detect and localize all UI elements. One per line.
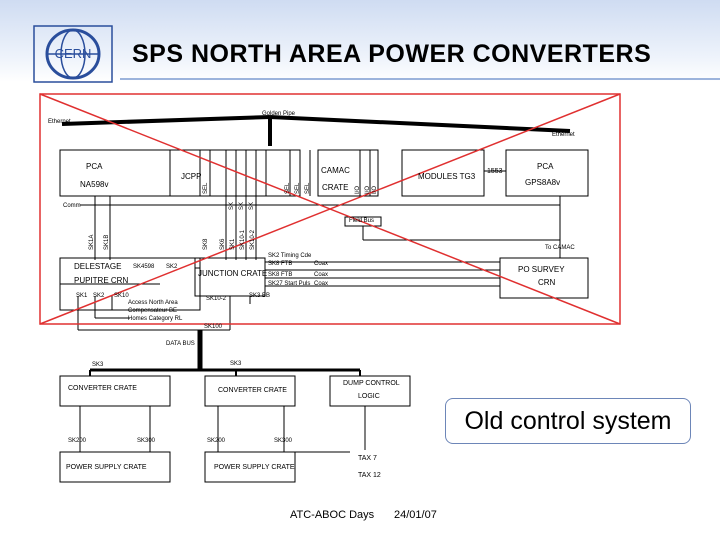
vlabel-ioa: I/O — [365, 185, 371, 194]
label-sk3-a: SK3 — [92, 362, 104, 368]
label-coax-3: Coax — [314, 281, 329, 287]
label-dump-control: DUMP CONTROL — [343, 380, 400, 387]
label-sk8-ftb: SK8 FTB — [268, 261, 293, 267]
vlabel-sk10-2: SK10-2 — [250, 229, 256, 250]
label-na598v: NA598v — [80, 180, 109, 189]
label-converter-crate-left: CONVERTER CRATE — [68, 385, 137, 392]
label-sk10: SK10 — [114, 293, 129, 299]
title-underline — [120, 78, 720, 80]
label-sk100: SK100 — [204, 324, 223, 330]
label-access-north-area: Access North Area — [128, 300, 178, 306]
label-converter-crate-mid: CONVERTER CRATE — [218, 387, 287, 394]
callout-old-control-system: Old control system — [445, 398, 691, 444]
label-golden-pipe: Golden Pipe — [262, 111, 296, 117]
label-gps8a8v: GPS8A8v — [525, 178, 561, 187]
footer-event: ATC-ABOC Days — [290, 509, 375, 521]
label-data-bus: DATA BUS — [166, 341, 195, 347]
vlabel-sel3: SEL — [295, 182, 301, 194]
label-po-survey: PO SURVEY — [518, 265, 565, 274]
label-coax-1: Coax — [314, 261, 329, 267]
label-sk2b: SK2 — [166, 264, 178, 270]
label-jcpp: JCPP — [181, 172, 202, 181]
vlabel-top3: SK — [249, 201, 255, 210]
label-sk10-2: SK10-2 — [206, 296, 227, 302]
logo-text: CERN — [55, 46, 92, 61]
label-1553: 1553 — [487, 168, 503, 175]
label-pca-right: PCA — [537, 162, 554, 171]
label-sk1: SK1 — [76, 293, 88, 299]
footer-date: 24/01/07 — [394, 509, 437, 521]
vlabel-sk6: SK6 — [220, 238, 226, 250]
label-sk8-ftb-2: SK8 FTB — [268, 272, 293, 278]
label-pupitre-crn: PUPITRE CRN — [74, 276, 129, 285]
label-power-supply-left: POWER SUPPLY CRATE — [66, 464, 147, 471]
label-sk300-b: SK300 — [274, 438, 293, 444]
label-crn: CRN — [538, 278, 556, 287]
label-sk4598: SK4598 — [133, 264, 155, 270]
label-tax7: TAX 7 — [358, 455, 377, 462]
vlabel-sk1a: SK1A — [89, 234, 95, 250]
label-tax12: TAX 12 — [358, 472, 381, 479]
vlabel-ios: I/O — [355, 185, 361, 194]
slide-title: SPS NORTH AREA POWER CONVERTERS — [132, 40, 652, 68]
label-compensateur: Compensateur BE — [128, 308, 178, 314]
label-delestage: DELESTAGE — [74, 262, 122, 271]
vlabel-top2: SK — [239, 201, 245, 210]
label-homes-category: Homes Category RL — [128, 316, 183, 322]
vlabel-sel1: SEL — [203, 182, 209, 194]
label-sk3-b: SK3 — [230, 361, 242, 367]
vlabel-sk8: SK8 — [203, 238, 209, 250]
vlabel-sk1b: SK1B — [104, 234, 110, 250]
label-junction-crate: JUNCTION CRATE — [198, 269, 268, 278]
label-to-camac: To CAMAC — [545, 245, 575, 251]
label-sk200-b: SK200 — [207, 438, 226, 444]
cern-logo-icon: CERN — [33, 25, 113, 83]
crossed-out-overlay — [39, 93, 621, 325]
vlabel-ioc: I/O — [372, 185, 378, 194]
label-camac: CAMAC — [321, 166, 350, 175]
label-modules-tg3: MODULES TG3 — [418, 172, 476, 181]
label-sk200-a: SK200 — [68, 438, 87, 444]
label-sk27: SK27 Start Puls — [268, 281, 311, 287]
label-ethernet-left: Ethernet — [48, 119, 71, 125]
label-sk3-bb: SK3 BB — [249, 293, 271, 299]
vlabel-sel4: SEL — [305, 182, 311, 194]
label-power-supply-mid: POWER SUPPLY CRATE — [214, 464, 295, 471]
vlabel-top1: SK — [229, 201, 235, 210]
vlabel-sel2: SEL — [285, 182, 291, 194]
label-logic: LOGIC — [358, 393, 380, 400]
label-sk2-timing: SK2 Timing Cde — [268, 253, 312, 259]
label-ethernet-right: Ethernet — [552, 132, 575, 138]
label-pca-left: PCA — [86, 162, 103, 171]
label-coax-2: Coax — [314, 272, 329, 278]
header-background — [0, 0, 720, 82]
label-comm: Comm — [63, 203, 81, 209]
vlabel-sk1: SK1 — [230, 238, 236, 250]
label-sk300-a: SK300 — [137, 438, 156, 444]
label-sk2c: SK2 — [93, 293, 105, 299]
label-crate: CRATE — [322, 183, 349, 192]
vlabel-sk10-1: SK10-1 — [240, 229, 246, 250]
label-field-bus: Field Bus — [349, 218, 375, 224]
